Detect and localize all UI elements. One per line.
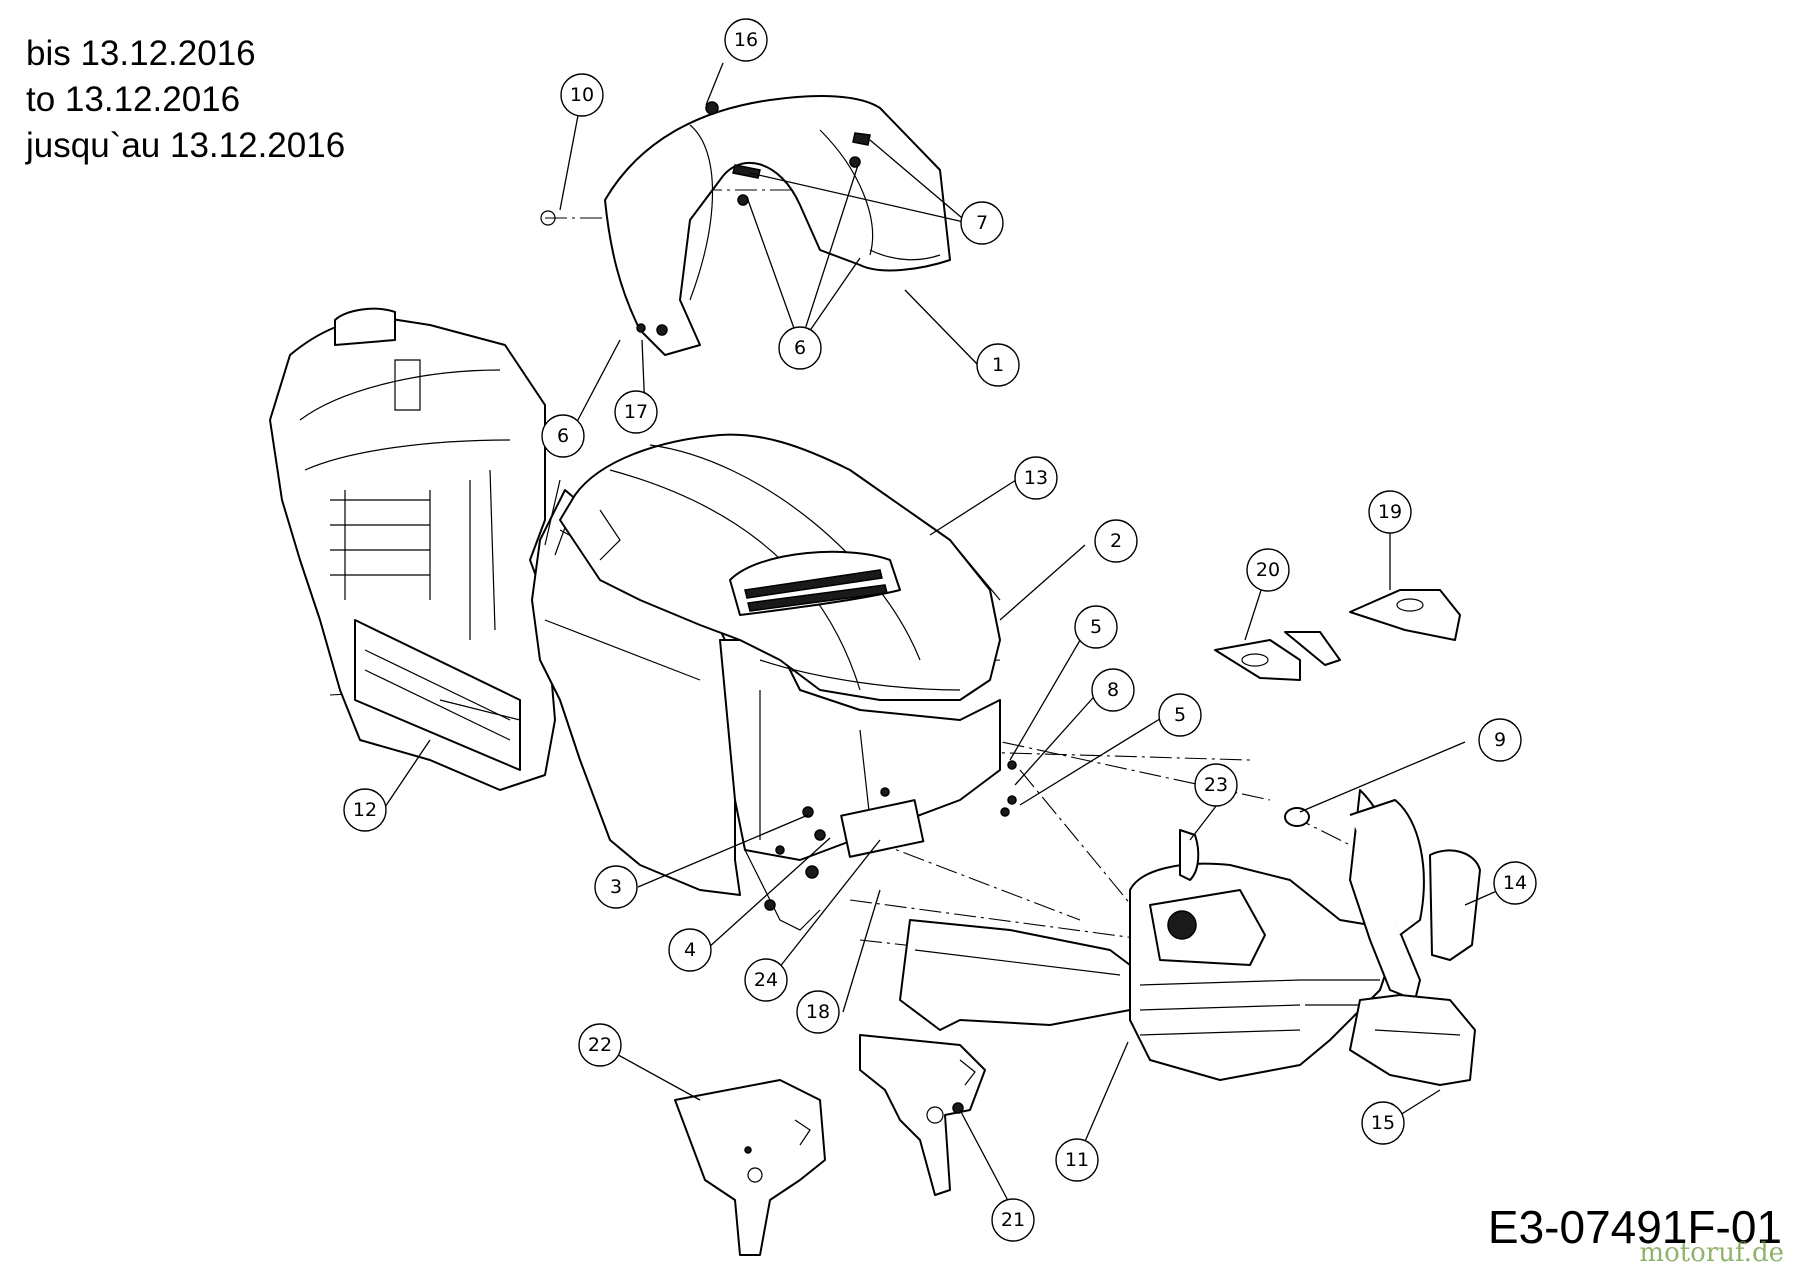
svg-text:21: 21 [1001,1209,1025,1231]
svg-text:19: 19 [1378,501,1402,523]
part-bracket-22 [674,1079,826,1256]
callout-23: 23 [1194,763,1238,807]
svg-text:15: 15 [1371,1112,1395,1134]
header-date-fr: jusqu`au 13.12.2016 [26,126,346,165]
svg-text:8: 8 [1107,679,1119,701]
part-bracket-21 [859,1034,986,1196]
part-fender-1 [540,95,951,356]
header-date-de: bis 13.12.2016 [26,34,256,73]
part-side-skirt [899,919,1131,1031]
callout-11: 11 [1055,1138,1099,1182]
svg-text:4: 4 [684,939,696,961]
callout-1: 1 [976,343,1020,387]
part-bracket-23 [1179,829,1200,881]
svg-text:17: 17 [624,401,648,423]
callout-19: 19 [1368,490,1412,534]
part-rear-body-12 [269,307,556,791]
part-pads-20 [1214,631,1341,681]
callout-6b: 6 [541,414,585,458]
svg-text:2: 2 [1110,530,1122,552]
callout-18: 18 [796,990,840,1034]
svg-text:16: 16 [734,29,758,51]
callout-8: 8 [1091,668,1135,712]
svg-text:6: 6 [794,337,806,359]
svg-text:1: 1 [992,354,1004,376]
callout-5a: 5 [1074,605,1118,649]
svg-text:12: 12 [353,799,377,821]
part-pad-19 [1349,589,1461,641]
callout-22: 22 [578,1023,622,1067]
part-bumper-frame-9 [1284,799,1425,936]
callout-7: 7 [960,201,1004,245]
callout-5b: 5 [1158,693,1202,737]
svg-text:3: 3 [610,876,622,898]
svg-text:18: 18 [806,1001,830,1023]
callout-10: 10 [560,73,604,117]
svg-text:10: 10 [570,84,594,106]
svg-text:9: 9 [1494,729,1506,751]
callout-13: 13 [1014,456,1058,500]
svg-text:14: 14 [1503,872,1527,894]
callout-15: 15 [1361,1101,1405,1145]
svg-text:5: 5 [1174,704,1186,726]
svg-text:13: 13 [1024,467,1048,489]
callout-4: 4 [668,928,712,972]
leader-lines [382,62,1516,1211]
svg-text:5: 5 [1090,616,1102,638]
callout-16: 16 [724,18,768,62]
svg-text:24: 24 [754,969,778,991]
svg-text:7: 7 [976,212,988,234]
svg-text:23: 23 [1204,774,1228,796]
svg-text:22: 22 [588,1034,612,1056]
callout-20: 20 [1246,548,1290,592]
part-hood-13 [559,433,1001,701]
svg-text:6: 6 [557,425,569,447]
callout-12: 12 [343,788,387,832]
callout-17: 17 [614,390,658,434]
callout-6a: 6 [778,326,822,370]
callout-3: 3 [594,865,638,909]
callout-21: 21 [991,1198,1035,1242]
part-lens-14 [1429,849,1481,961]
callout-9: 9 [1478,718,1522,762]
part-front-bumper-15 [1349,994,1476,1086]
svg-text:20: 20 [1256,559,1280,581]
svg-text:11: 11 [1065,1149,1089,1171]
callout-14: 14 [1493,861,1537,905]
watermark-logo: motoruf.de [1639,1238,1784,1268]
diagram-code: E3-07491F-01 [1487,1201,1782,1253]
header-date-en: to 13.12.2016 [26,80,241,119]
callout-24: 24 [744,958,788,1002]
callout-2: 2 [1094,519,1138,563]
